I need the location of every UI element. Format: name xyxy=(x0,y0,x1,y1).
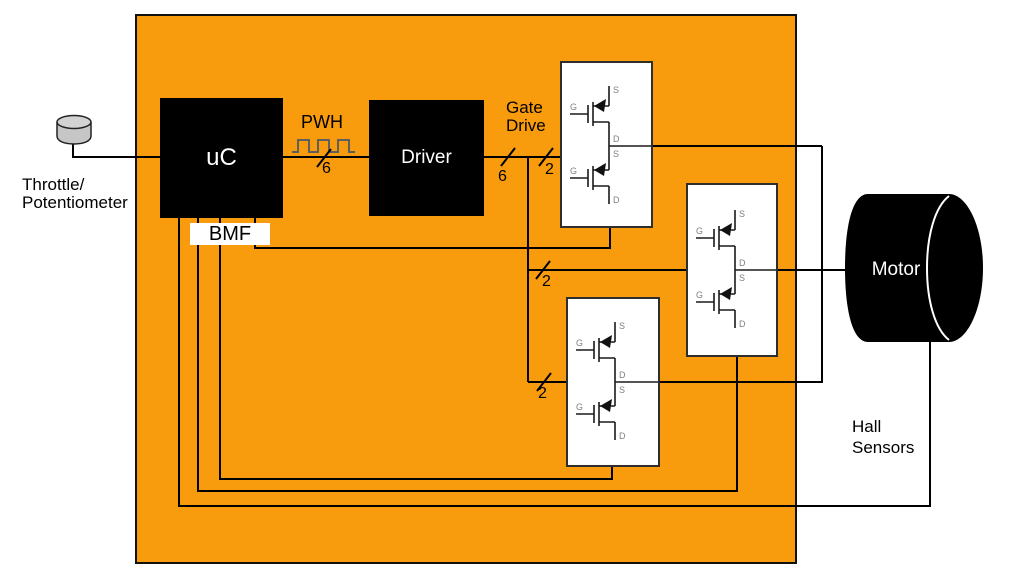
mosfet-arrow xyxy=(600,399,612,412)
gate-drive-label: Gate Drive xyxy=(506,99,546,135)
hall-sensors-label: Hall Sensors xyxy=(852,416,914,458)
mosfet-gate-label: G xyxy=(570,102,577,112)
throttle-label: Throttle/ Potentiometer xyxy=(22,176,128,212)
mosfet-wires xyxy=(570,86,651,204)
potentiometer-top xyxy=(56,114,92,130)
wire-return-middle xyxy=(197,218,738,492)
pwm-label: PWH xyxy=(301,112,343,132)
bus-slash-gate6 xyxy=(500,147,516,167)
mosfet-arrow xyxy=(720,223,732,236)
gate-bus-width2-mid: 2 xyxy=(542,273,551,290)
bus-slashes xyxy=(316,147,554,392)
hall-sensors-label-line2: Sensors xyxy=(852,438,915,457)
mosfet-source-label: S xyxy=(619,385,625,395)
uc-block: uC xyxy=(160,98,283,218)
bus-slash-gate2-bot xyxy=(536,372,552,392)
mosfet-source-label: S xyxy=(739,273,745,283)
wire-hall-sensors xyxy=(178,218,931,507)
bus-slash-gate2-top xyxy=(538,147,554,167)
mosfet-gate-label: G xyxy=(576,402,583,412)
motor-body xyxy=(845,194,983,342)
mosfet-drain-label: D xyxy=(613,195,620,205)
mosfet-source-label: S xyxy=(619,321,625,331)
bus-slash-pwm xyxy=(316,148,332,168)
mosfet-arrow xyxy=(594,163,606,176)
bmf-label: BMF xyxy=(190,223,270,245)
motor: Motor xyxy=(845,194,983,342)
mosfet-source-label: S xyxy=(613,85,619,95)
throttle-potentiometer-icon xyxy=(56,114,92,145)
wire-throttle-to-uc xyxy=(72,143,163,158)
mosfet-box-top xyxy=(560,61,653,228)
gate-bus-width2-bot: 2 xyxy=(538,385,547,402)
mosfet-drain-label: D xyxy=(613,134,620,144)
gate-bus-width2-top: 2 xyxy=(545,161,554,178)
mosfet-gate-label: G xyxy=(570,166,577,176)
mosfet-arrow xyxy=(600,335,612,348)
bmf-label-text: BMF xyxy=(208,223,252,245)
throttle-label-line1: Throttle/ xyxy=(22,175,85,194)
mosfet-drain-label: D xyxy=(619,431,626,441)
mosfet-wires xyxy=(696,210,776,328)
throttle-label-line2: Potentiometer xyxy=(22,193,128,212)
mosfet-source-label: S xyxy=(613,149,619,159)
hall-sensors-label-line1: Hall xyxy=(852,417,882,436)
gate-drive-label-line2: Drive xyxy=(506,116,546,135)
pwm-bus-width: 6 xyxy=(322,160,331,177)
mosfet-gate-label: G xyxy=(696,226,703,236)
driver-block: Driver xyxy=(369,100,484,216)
mosfet-drain-label: D xyxy=(619,370,626,380)
mosfet-wires xyxy=(576,322,658,440)
driver-block-label: Driver xyxy=(401,147,452,168)
pwm-waveform-icon xyxy=(292,139,355,153)
gate-drive-label-line1: Gate xyxy=(506,98,543,117)
motor-endcap-arc xyxy=(925,195,950,341)
uc-block-label: uC xyxy=(206,144,237,171)
mosfet-gate-label: G xyxy=(576,338,583,348)
mosfet-drain-label: D xyxy=(739,319,746,329)
mosfet-gate-label: G xyxy=(696,290,703,300)
bus-slash-gate2-mid xyxy=(535,260,551,280)
mosfet-drain-label: D xyxy=(739,258,746,268)
mosfet-arrow xyxy=(594,99,606,112)
gate-bus-width6: 6 xyxy=(498,168,507,185)
motor-label: Motor xyxy=(872,259,921,280)
wire-return-bottom xyxy=(219,218,613,480)
mosfet-source-label: S xyxy=(739,209,745,219)
mosfet-arrow xyxy=(720,287,732,300)
